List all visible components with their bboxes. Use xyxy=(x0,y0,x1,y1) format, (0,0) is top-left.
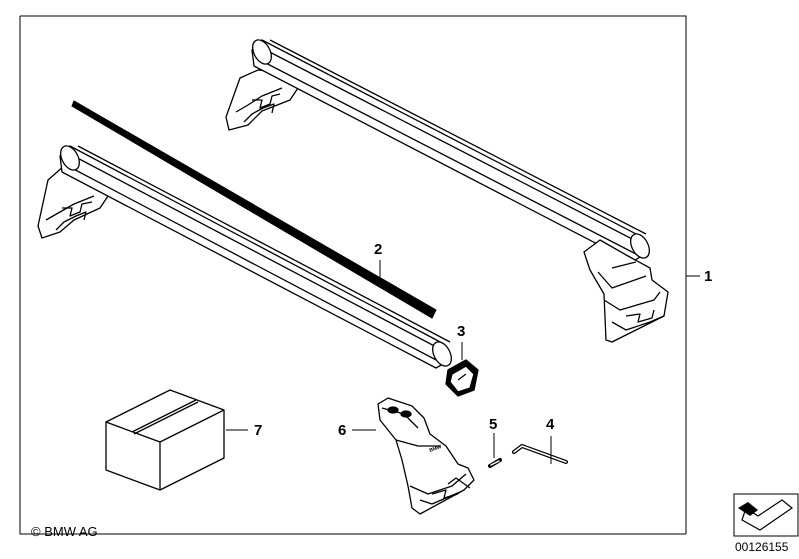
locking-pin xyxy=(488,458,502,468)
rear-roof-bar xyxy=(225,39,669,343)
callout-5: 5 xyxy=(489,416,498,433)
rubber-strip xyxy=(71,100,437,319)
callout-1: 1 xyxy=(704,268,713,285)
foot-logo: BMW xyxy=(429,444,443,454)
callout-2: 2 xyxy=(374,241,383,258)
arrow-navigation-icon xyxy=(733,493,799,537)
callout-3: 3 xyxy=(457,323,466,340)
drawing-number: 00126155 xyxy=(735,540,789,554)
end-cap xyxy=(445,359,479,397)
copyright-notice: © BMW AG xyxy=(31,524,98,539)
packaging-box xyxy=(105,389,225,491)
callout-4: 4 xyxy=(546,416,555,433)
leader-lines xyxy=(226,260,700,464)
hex-key xyxy=(512,444,568,464)
diagram-frame xyxy=(19,15,687,535)
front-roof-bar xyxy=(37,145,452,369)
roof-bar-foot: BMW xyxy=(377,397,475,515)
callout-6: 6 xyxy=(338,422,347,439)
callout-7: 7 xyxy=(254,422,263,439)
